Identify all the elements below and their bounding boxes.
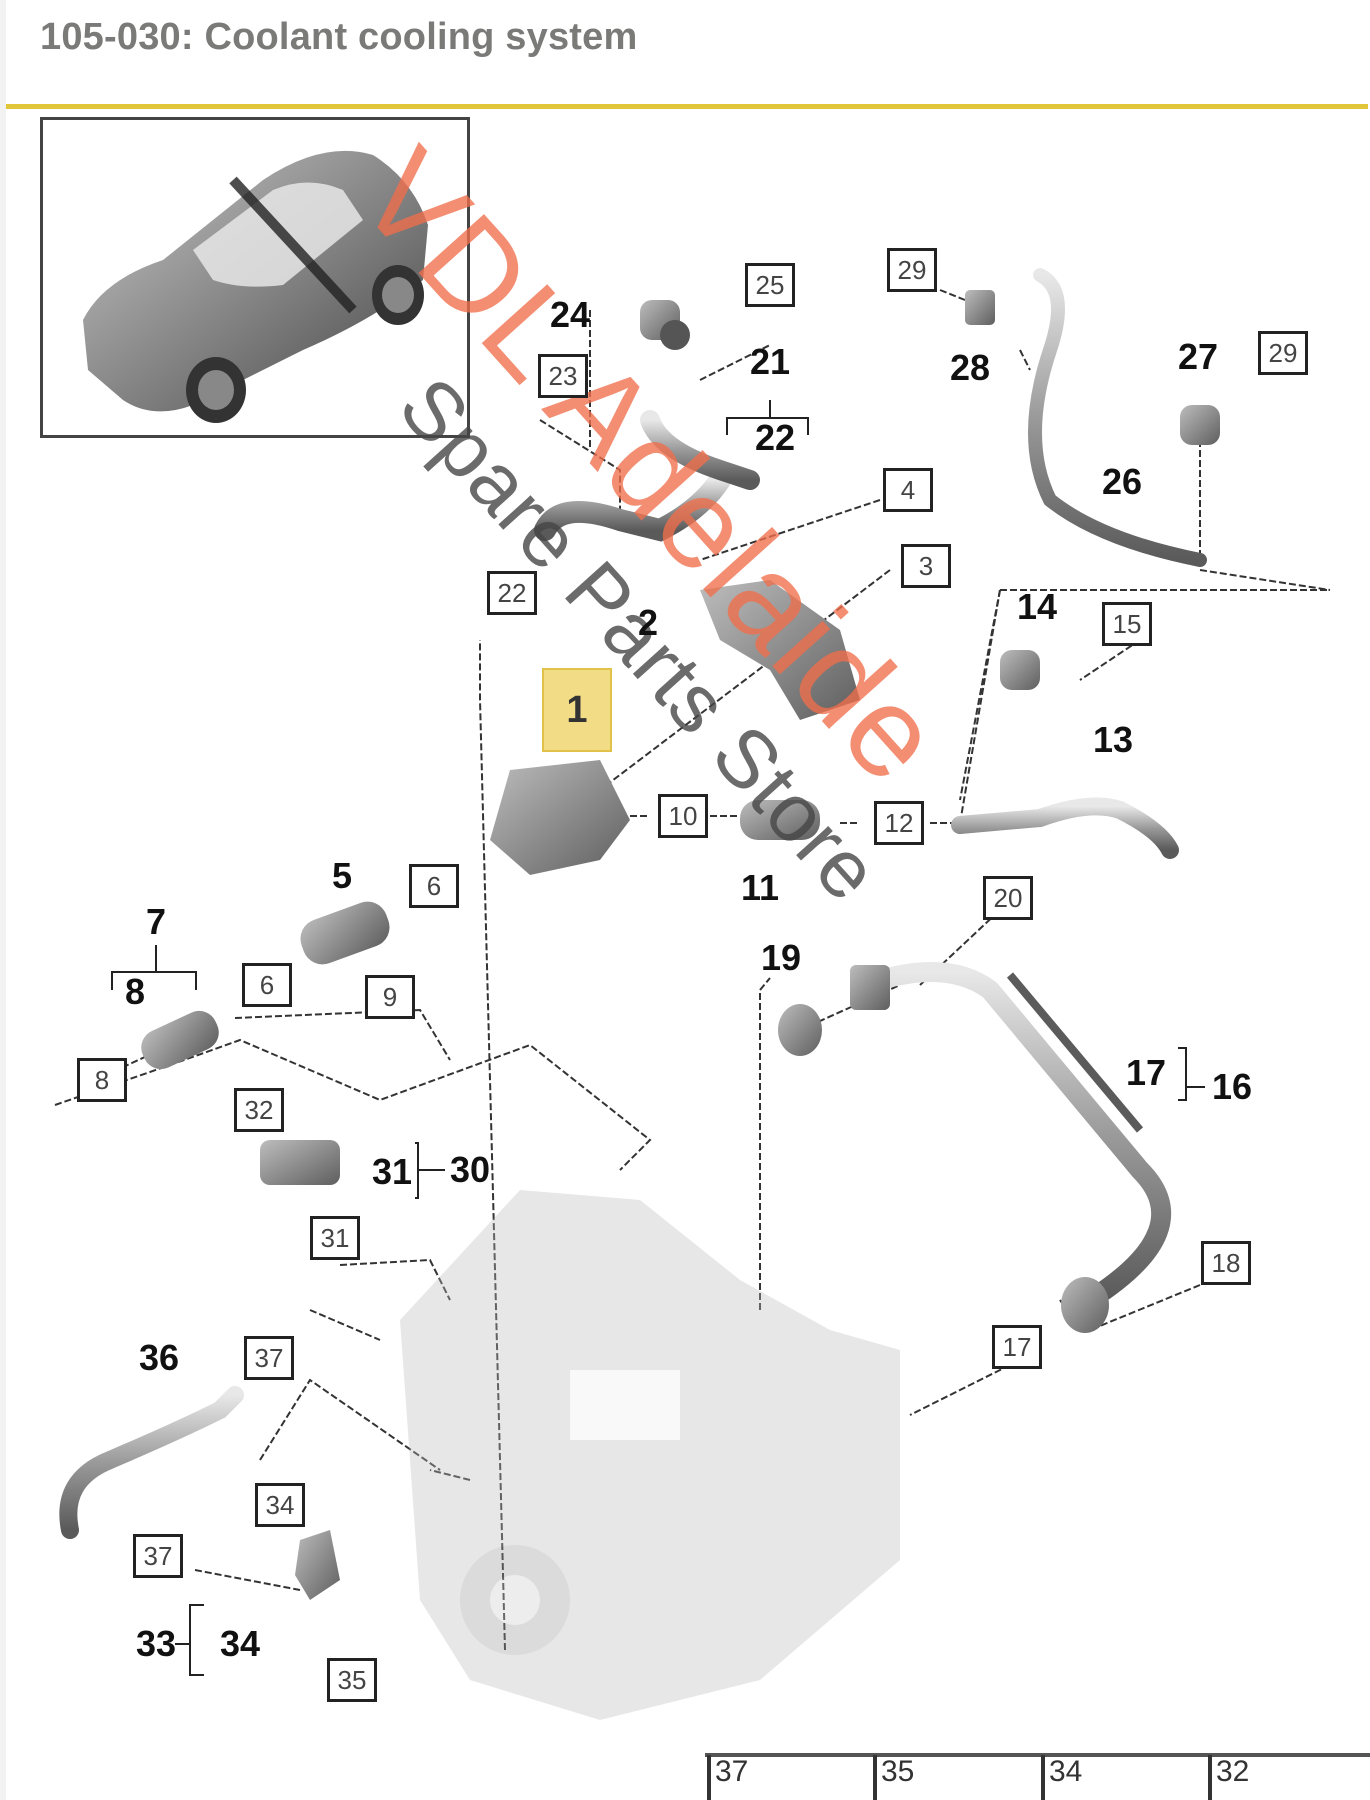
callout-31-group[interactable]: 31 — [371, 1151, 413, 1192]
callout-24[interactable]: 24 — [549, 294, 591, 335]
page-title: 105-030: Coolant cooling system — [40, 16, 638, 58]
callout-33[interactable]: 33 — [135, 1623, 177, 1664]
callout-6-lower[interactable]: 6 — [242, 963, 292, 1007]
callout-23[interactable]: 23 — [538, 354, 588, 398]
callout-14[interactable]: 14 — [1016, 586, 1058, 627]
hose-part-36 — [59, 1386, 244, 1539]
callout-15[interactable]: 15 — [1102, 602, 1152, 646]
callout-29-right[interactable]: 29 — [1258, 331, 1308, 375]
callout-34-group[interactable]: 34 — [219, 1623, 261, 1664]
engine-block-illustration — [400, 1190, 900, 1720]
callout-18[interactable]: 18 — [1201, 1241, 1251, 1285]
car-icon — [83, 150, 428, 423]
callout-17-boxed[interactable]: 17 — [992, 1325, 1042, 1369]
callout-26[interactable]: 26 — [1101, 461, 1143, 502]
callout-25[interactable]: 25 — [745, 263, 795, 307]
hose-part-13 — [951, 797, 1179, 859]
pipe-part-26 — [1028, 268, 1207, 567]
connector-part-34 — [295, 1530, 340, 1600]
callout-3[interactable]: 3 — [901, 544, 951, 588]
callout-31-boxed[interactable]: 31 — [310, 1216, 360, 1260]
callout-32[interactable]: 32 — [234, 1088, 284, 1132]
callout-8-group[interactable]: 8 — [124, 971, 146, 1012]
callout-19[interactable]: 19 — [760, 937, 802, 978]
callout-36[interactable]: 36 — [138, 1337, 180, 1378]
pipe-part-16 — [870, 962, 1172, 1310]
flange-part-18 — [1061, 1277, 1109, 1333]
callout-11[interactable]: 11 — [740, 867, 780, 908]
strip-item-37[interactable]: 37 — [707, 1755, 748, 1800]
hose-part-5 — [300, 901, 390, 965]
pump-part-1 — [490, 760, 630, 875]
callout-37-lower[interactable]: 37 — [133, 1534, 183, 1578]
callout-7[interactable]: 7 — [145, 901, 167, 942]
next-section-divider — [705, 1753, 1370, 1757]
callout-13[interactable]: 13 — [1092, 719, 1134, 760]
callout-37-upper[interactable]: 37 — [244, 1336, 294, 1380]
hose-part-21 — [640, 410, 760, 490]
clip-part-14 — [1000, 650, 1040, 690]
callout-6-upper[interactable]: 6 — [409, 864, 459, 908]
callout-34-boxed[interactable]: 34 — [255, 1483, 305, 1527]
clip-part-27 — [1180, 405, 1220, 445]
title-divider — [6, 104, 1368, 109]
strip-item-35[interactable]: 35 — [873, 1755, 914, 1800]
bracket-part-2 — [700, 580, 860, 720]
plug-part-30 — [260, 1140, 340, 1185]
callout-35[interactable]: 35 — [327, 1658, 377, 1702]
callout-29-top[interactable]: 29 — [887, 248, 937, 292]
flange-part-20 — [850, 965, 890, 1010]
callout-1-highlighted[interactable]: 1 — [542, 668, 612, 752]
clip-part-28 — [965, 290, 995, 325]
callout-9[interactable]: 9 — [365, 975, 415, 1019]
callout-22-boxed[interactable]: 22 — [487, 571, 537, 615]
callout-2[interactable]: 2 — [637, 602, 659, 643]
callout-27[interactable]: 27 — [1177, 336, 1219, 377]
strip-item-32[interactable]: 32 — [1208, 1755, 1249, 1800]
callout-20[interactable]: 20 — [983, 876, 1033, 920]
callout-17-group[interactable]: 17 — [1125, 1052, 1167, 1093]
callout-8-boxed[interactable]: 8 — [77, 1058, 127, 1102]
callout-4[interactable]: 4 — [883, 468, 933, 512]
strip-item-34[interactable]: 34 — [1041, 1755, 1082, 1800]
callout-16[interactable]: 16 — [1211, 1066, 1253, 1107]
page-left-edge — [0, 0, 6, 1800]
callout-21[interactable]: 21 — [749, 341, 791, 382]
callout-5[interactable]: 5 — [331, 855, 353, 896]
callout-22-group[interactable]: 22 — [754, 417, 796, 458]
clip-part-25 — [660, 320, 690, 350]
valve-part-7 — [141, 1010, 219, 1070]
seal-part-19 — [778, 1004, 822, 1056]
callout-12[interactable]: 12 — [874, 801, 924, 845]
callout-28[interactable]: 28 — [949, 347, 991, 388]
vehicle-overview-image[interactable] — [40, 117, 470, 438]
callout-30[interactable]: 30 — [449, 1149, 491, 1190]
callout-10[interactable]: 10 — [658, 794, 708, 838]
hose-part-22 — [534, 469, 731, 542]
connector-part-11 — [740, 800, 820, 840]
